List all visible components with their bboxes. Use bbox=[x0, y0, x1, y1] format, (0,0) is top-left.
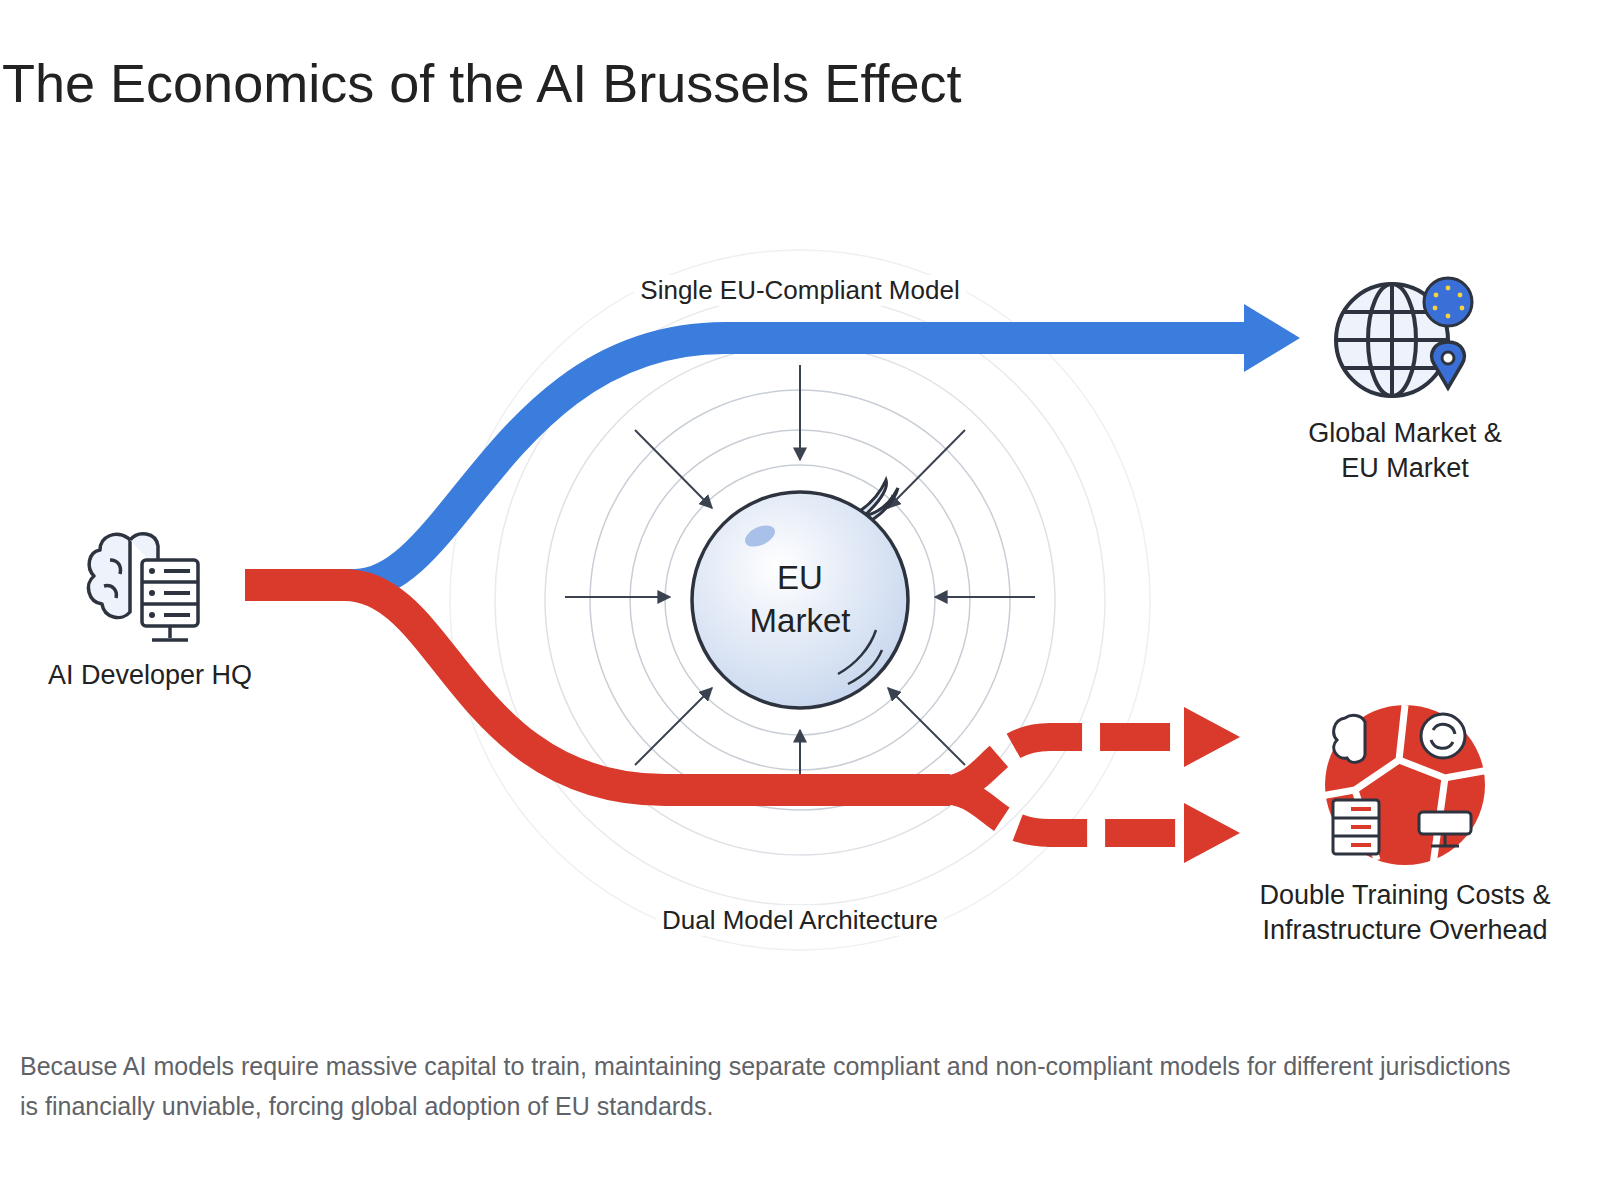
inward-arrows bbox=[565, 365, 1035, 790]
developer-icon bbox=[80, 520, 220, 650]
edge-label: Single EU-Compliant Model bbox=[634, 275, 965, 306]
figure-caption: Because AI models require massive capita… bbox=[20, 1046, 1520, 1126]
node-label: AI Developer HQ bbox=[45, 658, 255, 693]
node-label: Double Training Costs & Infrastructure O… bbox=[1240, 878, 1570, 948]
fragmented-cost-icon bbox=[1315, 700, 1495, 870]
globe-icon bbox=[1330, 268, 1480, 408]
node-label: Global Market & EU Market bbox=[1300, 416, 1510, 486]
market-node: Global Market & EU Market bbox=[1300, 268, 1510, 486]
edge-label: Dual Model Architecture bbox=[656, 905, 944, 936]
diagram-title: The Economics of the AI Brussels Effect bbox=[2, 52, 961, 114]
market-node: Double Training Costs & Infrastructure O… bbox=[1240, 700, 1570, 948]
market-circle: EU Market bbox=[688, 488, 912, 712]
eu-sphere bbox=[688, 488, 912, 712]
node-label: EU Market bbox=[725, 557, 875, 643]
market-node: AI Developer HQ bbox=[45, 520, 255, 693]
